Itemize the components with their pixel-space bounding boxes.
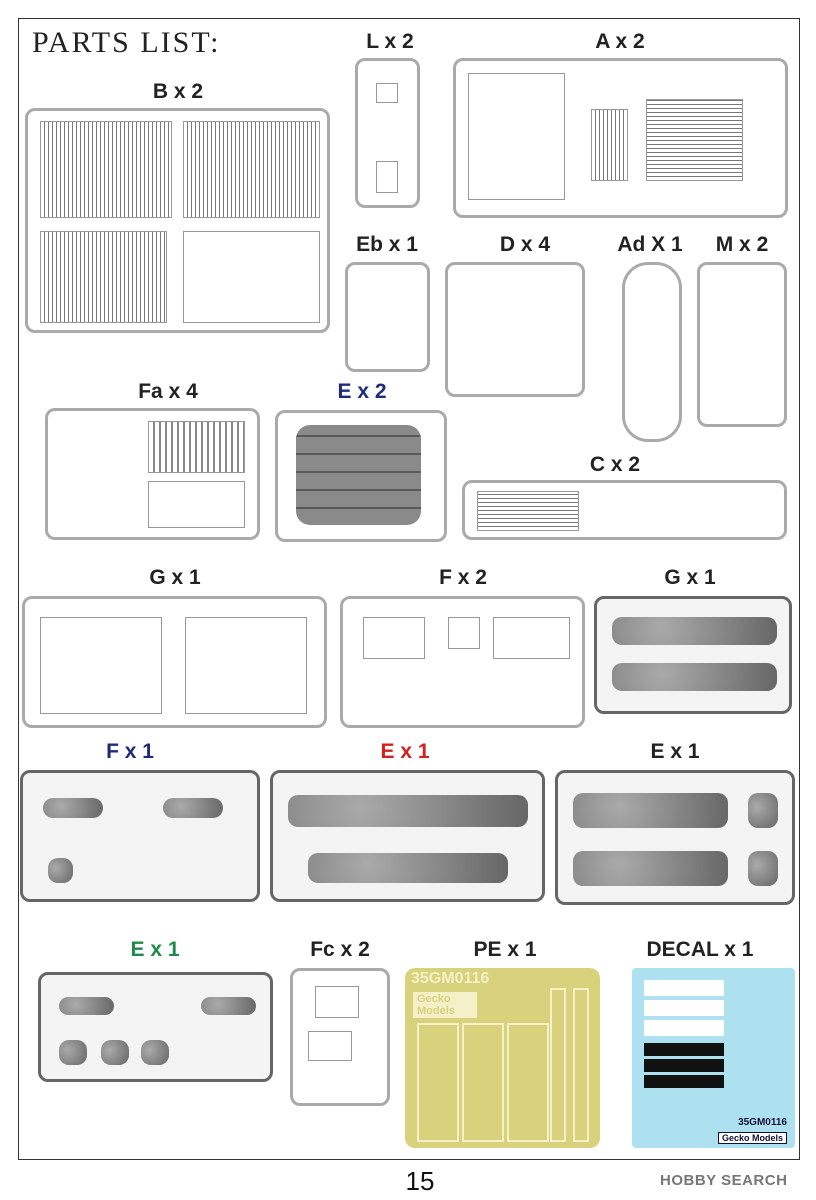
pe-logo: Gecko Models [413,992,477,1018]
sprue-label-d: D x 4 [499,233,551,256]
sprue-g-plain [22,596,327,728]
sprue-label-f-x2: F x 2 [439,566,487,589]
sprue-label-g-bags: G x 1 [664,566,716,589]
sprue-label-a: A x 2 [595,30,645,53]
sprue-m [697,262,787,427]
sprue-label-g-plain: G x 1 [149,566,201,589]
decal-logo: Gecko Models [717,1132,787,1144]
sprue-ad [622,262,682,442]
sprue-a [453,58,788,218]
pe-code: 35GM0116 [411,970,490,987]
photo-etch-fret: 35GM0116 Gecko Models [405,968,600,1148]
sprue-c [462,480,787,540]
sprue-label-ad: Ad X 1 [617,233,683,256]
sprue-label-f-figures: F x 1 [106,740,154,763]
sprue-g-bags [594,596,792,714]
sprue-e-green [38,972,273,1082]
decal-sheet: 35GM0116 Gecko Models [632,968,795,1148]
sprue-label-m: M x 2 [715,233,769,256]
sprue-label-c: C x 2 [589,453,641,476]
sprue-label-e-black: E x 1 [650,740,700,763]
sprue-label-fc: Fc x 2 [310,938,370,961]
page-border [18,18,800,1160]
sprue-f-x2 [340,596,585,728]
sprue-b [25,108,330,333]
watermark: HOBBY SEARCH [660,1172,788,1189]
sprue-l [355,58,420,208]
sprue-e-black [555,770,795,905]
sprue-label-b: B x 2 [152,80,204,103]
sprue-label-e-red: E x 1 [380,740,430,763]
sprue-label-e-green: E x 1 [130,938,180,961]
sprue-label-fa: Fa x 4 [138,380,198,403]
sprue-label-decal: DECAL x 1 [646,938,754,961]
sprue-fa [45,408,260,540]
sprue-e-red [270,770,545,902]
page-number: 15 [405,1166,435,1196]
sprue-e-x2 [275,410,447,542]
sprue-f-figures [20,770,260,902]
sprue-fc [290,968,390,1106]
page-title: PARTS LIST: [32,26,221,59]
sprue-d [445,262,585,397]
sprue-label-l: L x 2 [366,30,414,53]
decal-code: 35GM0116 [738,1117,787,1128]
sprue-label-eb: Eb x 1 [356,233,418,256]
sprue-eb [345,262,430,372]
sprue-label-e-x2: E x 2 [337,380,387,403]
sprue-label-pe: PE x 1 [473,938,537,961]
